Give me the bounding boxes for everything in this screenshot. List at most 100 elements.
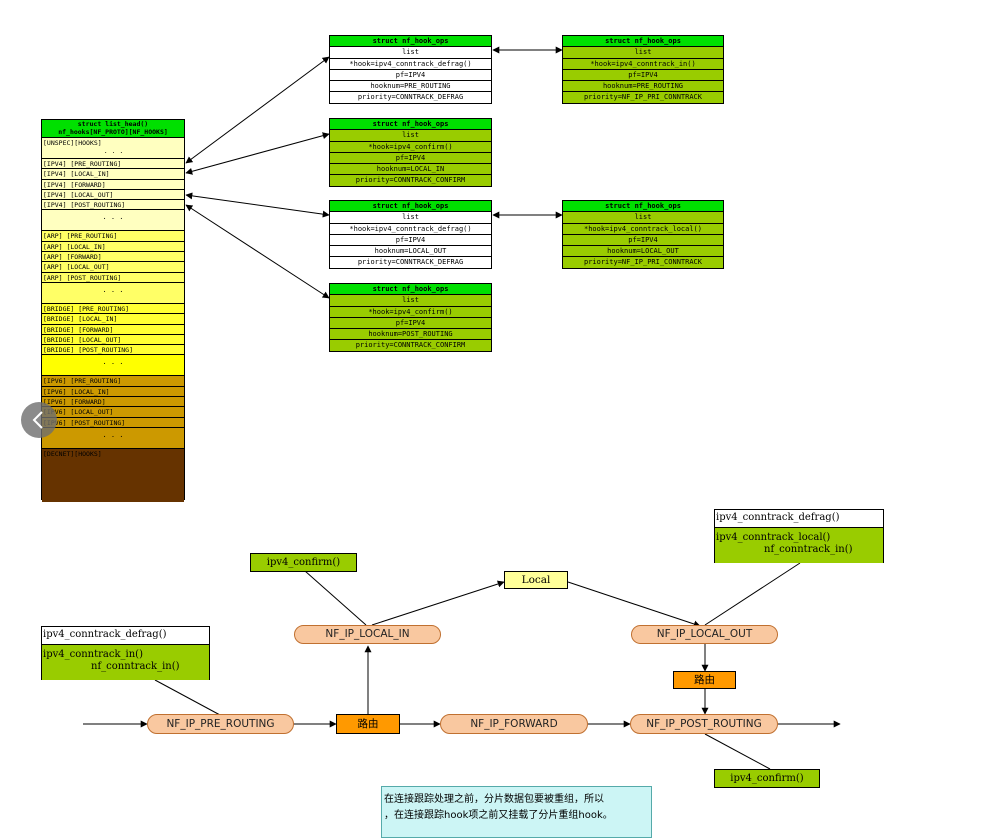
route-box-1: 路由 xyxy=(336,714,400,734)
local-box: Local xyxy=(504,571,568,589)
arrow-pre-routing-to-ops xyxy=(185,56,330,164)
hook-ops-title: struct nf_hook_ops xyxy=(330,284,491,296)
ipv4-rows: [IPV4] [PRE_ROUTING] [IPV4] [LOCAL_IN] [… xyxy=(42,159,184,211)
ipv6-row: [IPV6] [POST_ROUTING] xyxy=(42,418,184,428)
arp-row: [ARP] [LOCAL_OUT] xyxy=(42,262,184,273)
bridge-row: [BRIDGE] [FORWARD] xyxy=(42,325,184,335)
bridge-gap: . . . xyxy=(42,355,184,377)
left-hook-top: ipv4_conntrack_defrag() xyxy=(42,627,209,645)
ipv6-row: [IPV6] [LOCAL_IN] xyxy=(42,387,184,398)
hook-ops-field: hooknum=LOCAL_OUT xyxy=(563,246,723,258)
unspec-row: [UNSPEC][HOOKS] xyxy=(43,139,102,147)
connector-confirm-bottom xyxy=(704,733,771,770)
arp-row: [ARP] [FORWARD] xyxy=(42,252,184,263)
hook-ops-field: list xyxy=(330,47,491,59)
arp-row: [ARP] [LOCAL_IN] xyxy=(42,242,184,253)
ipv6-row: [IPV6] [PRE_ROUTING] xyxy=(42,376,184,387)
arrow-localin-to-local xyxy=(371,580,505,626)
arrow-local-in-to-ops xyxy=(185,132,330,175)
chevron-left-icon xyxy=(32,411,43,429)
hook-ops-field: priority=NF_IP_PRI_CONNTRACK xyxy=(563,257,723,268)
arp-rows: [ARP] [PRE_ROUTING] [ARP] [LOCAL_IN] [AR… xyxy=(42,231,184,283)
arrow-post-routing-to-ops xyxy=(185,204,330,299)
arp-row: [ARP] [PRE_ROUTING] xyxy=(42,231,184,242)
ipv6-row: [IPV6] [FORWARD] xyxy=(42,397,184,408)
hook-ops-field: priority=CONNTRACK_CONFIRM xyxy=(330,340,491,351)
hook-ops-field: list xyxy=(330,212,491,224)
ipv4-row: [IPV4] [POST_ROUTING] xyxy=(42,200,184,211)
hook-ops-field: *hook=ipv4_conntrack_defrag() xyxy=(330,223,491,235)
hook-ops-field: list xyxy=(563,212,723,224)
local-text: Local xyxy=(521,574,551,586)
list-head-array: nf_hooks[NF_PROTO][NF_HOOKS] xyxy=(58,128,168,136)
bridge-row: [BRIDGE] [LOCAL_OUT] xyxy=(42,335,184,346)
ipv6-gap: . . . xyxy=(42,427,184,449)
node-pre-routing: NF_IP_PRE_ROUTING xyxy=(147,714,294,734)
hook-ops-field: *hook=ipv4_conntrack_in() xyxy=(563,58,723,70)
bridge-row: [BRIDGE] [LOCAL_IN] xyxy=(42,314,184,325)
list-head-table: struct list_head() nf_hooks[NF_PROTO][NF… xyxy=(41,119,185,502)
hook-ops-field: priority=CONNTRACK_DEFRAG xyxy=(330,92,491,103)
hook-ops-field: pf=IPV4 xyxy=(330,152,491,165)
ipv4-gap: . . . xyxy=(42,210,184,232)
hook-ops-field: pf=IPV4 xyxy=(330,317,491,330)
ellipsis: . . . xyxy=(102,358,124,367)
right-hook-label: ipv4_conntrack_defrag() ipv4_conntrack_l… xyxy=(714,509,884,563)
arrow-local-out-to-ops xyxy=(185,192,330,218)
label-text: nf_conntrack_in() xyxy=(91,661,180,672)
hook-ops-field: priority=NF_IP_PRI_CONNTRACK xyxy=(563,92,723,103)
right-hook-top: ipv4_conntrack_defrag() xyxy=(715,510,883,528)
left-hook-bottom: ipv4_conntrack_in() nf_conntrack_in() xyxy=(42,645,209,680)
hook-ops-title: struct nf_hook_ops xyxy=(330,36,491,48)
hook-ops-6: struct nf_hook_ops list *hook=ipv4_confi… xyxy=(329,283,492,352)
hook-ops-field: *hook=ipv4_conntrack_defrag() xyxy=(330,58,491,70)
hook-ops-field: list xyxy=(330,130,491,142)
hook-ops-field: pf=IPV4 xyxy=(563,69,723,82)
ipv4-row: [IPV4] [PRE_ROUTING] xyxy=(42,159,184,170)
confirm-label-bottom: ipv4_confirm() xyxy=(714,769,820,788)
route-text: 路由 xyxy=(694,674,715,686)
arp-gap: . . . xyxy=(42,282,184,304)
hook-ops-field: list xyxy=(563,47,723,59)
hook-ops-field: pf=IPV4 xyxy=(330,69,491,82)
prev-image-button[interactable] xyxy=(21,402,57,438)
ellipsis: . . . xyxy=(103,147,124,155)
hook-ops-5: struct nf_hook_ops list *hook=ipv4_connt… xyxy=(562,200,724,269)
note-text: 在连接跟踪处理之前，分片数据包要被重组，所以 xyxy=(384,794,604,805)
node-label: NF_IP_LOCAL_IN xyxy=(325,628,410,640)
hook-ops-field: pf=IPV4 xyxy=(330,234,491,247)
right-hook-bottom: ipv4_conntrack_local() nf_conntrack_in() xyxy=(715,528,883,563)
node-post-routing: NF_IP_POST_ROUTING xyxy=(630,714,778,734)
label-text: ipv4_conntrack_defrag() xyxy=(716,512,840,523)
hook-ops-3: struct nf_hook_ops list *hook=ipv4_confi… xyxy=(329,118,492,187)
node-label: NF_IP_FORWARD xyxy=(470,718,558,730)
node-label: NF_IP_LOCAL_OUT xyxy=(656,628,753,640)
ellipsis: . . . xyxy=(102,430,124,439)
node-label: NF_IP_PRE_ROUTING xyxy=(166,718,275,730)
arrow-local-to-localout xyxy=(567,581,701,628)
hook-ops-4: struct nf_hook_ops list *hook=ipv4_connt… xyxy=(329,200,492,269)
hook-ops-1: struct nf_hook_ops list *hook=ipv4_connt… xyxy=(329,35,492,104)
label-text: ipv4_conntrack_in() xyxy=(43,649,143,660)
confirm-label-top: ipv4_confirm() xyxy=(250,553,357,572)
bridge-row: [BRIDGE] [PRE_ROUTING] xyxy=(42,304,184,315)
decnet-block: [DECNET][HOOKS] xyxy=(42,448,184,502)
hook-ops-field: priority=CONNTRACK_CONFIRM xyxy=(330,175,491,186)
hook-ops-field: hooknum=LOCAL_OUT xyxy=(330,246,491,258)
connector-left-label xyxy=(154,679,221,716)
confirm-text: ipv4_confirm() xyxy=(730,773,804,784)
node-forward: NF_IP_FORWARD xyxy=(440,714,588,734)
left-hook-label: ipv4_conntrack_defrag() ipv4_conntrack_i… xyxy=(41,626,210,680)
ipv6-rows: [IPV6] [PRE_ROUTING] [IPV6] [LOCAL_IN] [… xyxy=(42,376,184,428)
unspec-block: [UNSPEC][HOOKS] . . . xyxy=(42,138,184,159)
arp-row: [ARP] [POST_ROUTING] xyxy=(42,273,184,283)
ipv4-row: [IPV4] [LOCAL_OUT] xyxy=(42,190,184,201)
label-text: nf_conntrack_in() xyxy=(764,544,853,555)
connector-right-label xyxy=(704,562,801,626)
hook-ops-field: pf=IPV4 xyxy=(563,234,723,247)
node-local-out: NF_IP_LOCAL_OUT xyxy=(631,625,778,644)
label-text: ipv4_conntrack_defrag() xyxy=(43,629,167,640)
hook-ops-field: list xyxy=(330,295,491,307)
ipv6-row: [IPV6] [LOCAL_OUT] xyxy=(42,407,184,418)
